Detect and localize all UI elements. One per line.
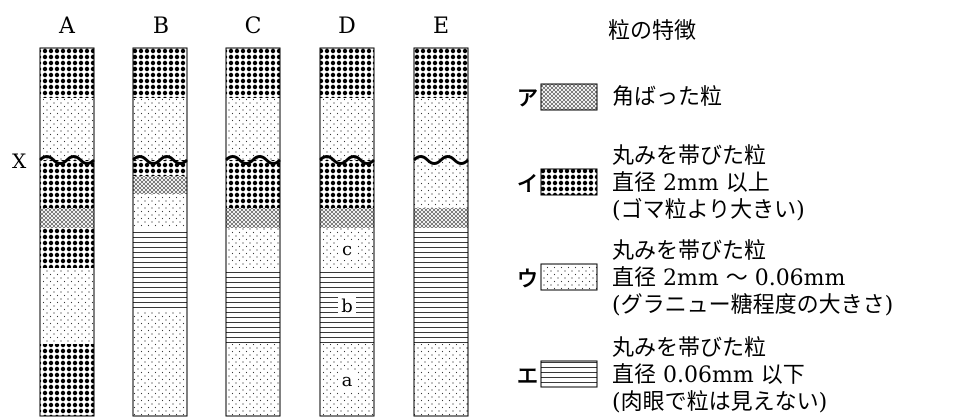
legend-text-gravel-2: 直径 2mm 以上 bbox=[612, 171, 770, 196]
column-e-border bbox=[413, 47, 469, 417]
legend-text-sand-1: 丸みを帯びた粒 bbox=[612, 239, 766, 264]
layer-label-c-bg bbox=[338, 240, 356, 260]
unconformity-line-c bbox=[224, 155, 282, 165]
legend-swatch-gravel bbox=[540, 168, 598, 196]
column-a bbox=[38, 47, 96, 417]
layer-e-3 bbox=[414, 160, 468, 208]
layer-c-1 bbox=[226, 48, 280, 98]
legend-key-e: エ bbox=[517, 364, 538, 388]
legend-text-mud-1: 丸みを帯びた粒 bbox=[612, 336, 766, 361]
layer-c-2 bbox=[226, 98, 280, 160]
column-label-b: B bbox=[153, 14, 169, 39]
legend-text-sand-2: 直径 2mm ～ 0.06mm bbox=[612, 266, 846, 291]
layer-c-6 bbox=[226, 268, 280, 344]
legend-key-i: イ bbox=[517, 172, 538, 196]
layer-b-2 bbox=[133, 98, 187, 160]
column-label-e: E bbox=[433, 14, 449, 39]
layer-label-c: c bbox=[342, 239, 352, 260]
layer-d-2 bbox=[320, 98, 374, 160]
layer-a-7 bbox=[40, 344, 94, 416]
legend-key-u: ウ bbox=[517, 267, 538, 291]
layer-label-a-bg bbox=[338, 371, 356, 391]
column-a-border bbox=[39, 47, 95, 417]
column-c-border bbox=[225, 47, 281, 417]
layer-e-6 bbox=[414, 344, 468, 416]
legend-swatch-angular bbox=[540, 83, 598, 111]
layer-c-4 bbox=[226, 208, 280, 228]
layer-b-6 bbox=[133, 228, 187, 312]
legend-text-sand-3: (グラニュー糖程度の大きさ) bbox=[612, 293, 893, 318]
layer-a-1 bbox=[40, 48, 94, 98]
layer-a-3 bbox=[40, 160, 94, 208]
layer-e-2 bbox=[414, 98, 468, 160]
layer-label-b-bg bbox=[338, 297, 356, 317]
legend-text-gravel-1: 丸みを帯びた粒 bbox=[612, 144, 766, 169]
layer-b-1 bbox=[133, 48, 187, 98]
layer-a-2 bbox=[40, 98, 94, 160]
legend-text-gravel-3: (ゴマ粒より大きい) bbox=[612, 198, 805, 223]
x-marker-label: X bbox=[12, 149, 27, 173]
column-c bbox=[224, 47, 282, 417]
layer-a-4 bbox=[40, 208, 94, 228]
legend-swatch-mud bbox=[540, 360, 598, 388]
legend-title: 粒の特徴 bbox=[608, 19, 696, 44]
layer-d-3 bbox=[320, 160, 374, 208]
unconformity-line-b bbox=[131, 155, 189, 165]
legend-swatch-sand bbox=[540, 263, 598, 291]
column-label-a: A bbox=[58, 14, 76, 39]
layer-a-6 bbox=[40, 268, 94, 344]
column-b-border bbox=[132, 47, 188, 417]
layer-e-5 bbox=[414, 228, 468, 344]
legend-text-mud-3: (肉眼で粒は見えない) bbox=[612, 390, 827, 415]
legend: 粒の特徴 ア 角ばった粒 イ 丸みを帯びた粒 直径 2mm 以上 (ゴマ粒より大… bbox=[517, 19, 893, 415]
layer-b-4 bbox=[133, 176, 187, 194]
layer-b-3 bbox=[133, 160, 187, 176]
column-label-c: C bbox=[245, 14, 262, 39]
layer-c-5 bbox=[226, 228, 280, 268]
legend-key-a: ア bbox=[517, 86, 538, 110]
layer-c-7 bbox=[226, 344, 280, 416]
layer-c-3 bbox=[226, 160, 280, 208]
legend-text-angular: 角ばった粒 bbox=[612, 85, 722, 110]
column-e bbox=[412, 47, 470, 417]
column-label-d: D bbox=[338, 14, 356, 39]
column-b bbox=[131, 47, 189, 417]
layer-label-a: a bbox=[342, 370, 353, 391]
unconformity-line-e bbox=[412, 155, 470, 165]
column-d: c b a bbox=[318, 47, 376, 417]
column-d-border bbox=[319, 47, 375, 417]
unconformity-line-a bbox=[38, 155, 96, 165]
layer-b-7 bbox=[133, 312, 187, 416]
layer-b-5 bbox=[133, 194, 187, 228]
layer-e-1 bbox=[414, 48, 468, 98]
layer-label-b: b bbox=[341, 296, 353, 317]
layer-e-4 bbox=[414, 208, 468, 228]
unconformity-line-d bbox=[318, 155, 376, 165]
layer-a-5 bbox=[40, 228, 94, 268]
legend-text-mud-2: 直径 0.06mm 以下 bbox=[612, 363, 805, 388]
layer-d-1 bbox=[320, 48, 374, 98]
layer-d-4 bbox=[320, 208, 374, 228]
